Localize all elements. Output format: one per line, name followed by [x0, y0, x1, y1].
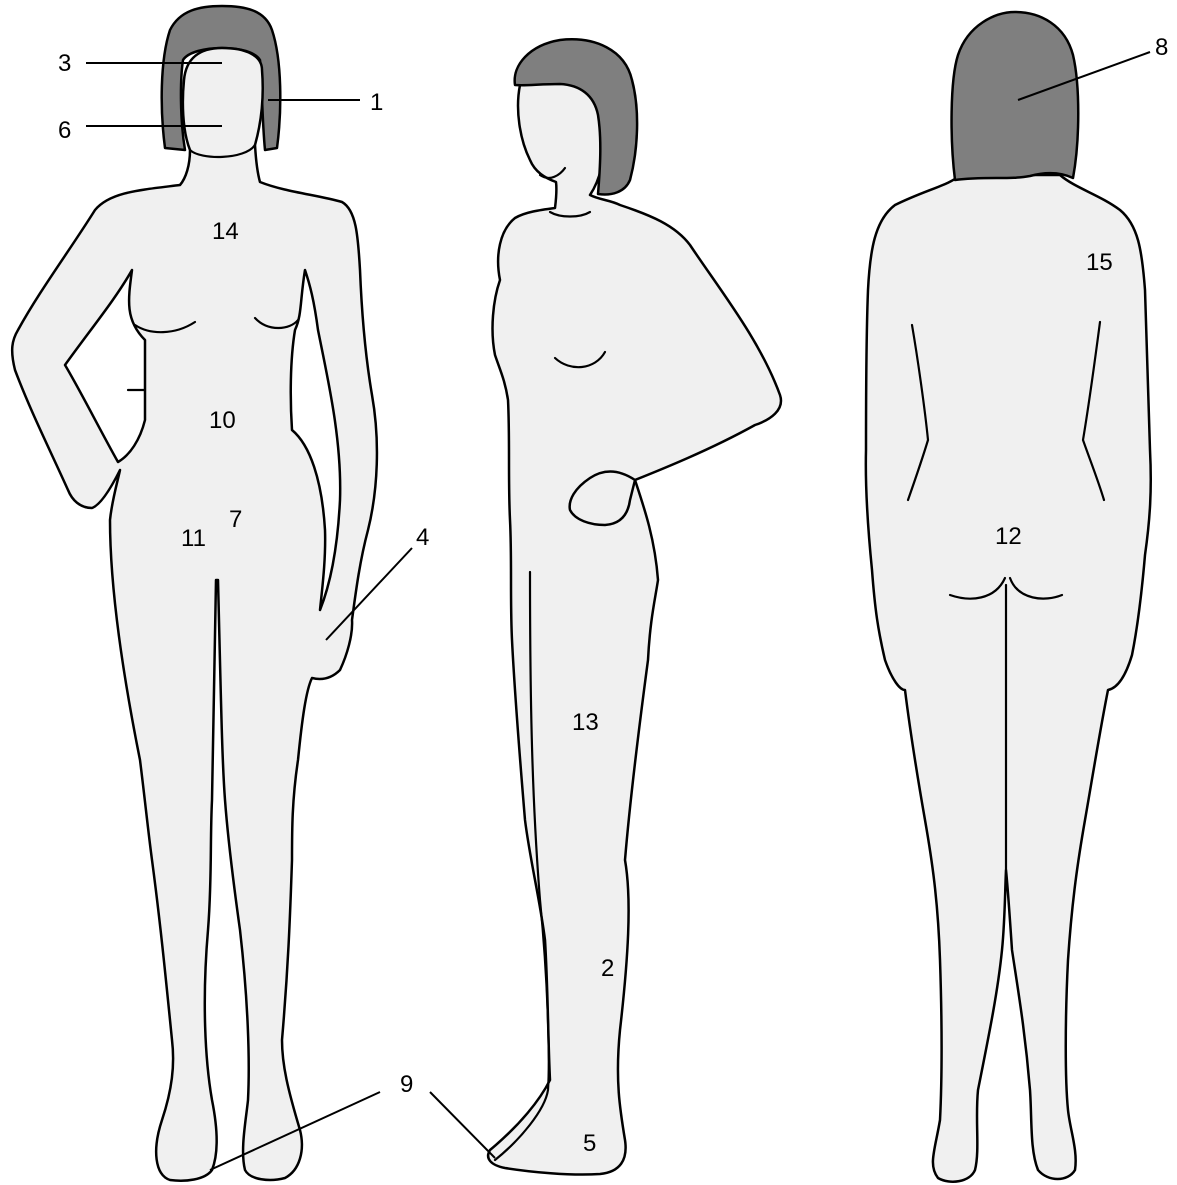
label-11: 11: [181, 525, 206, 552]
front-figure: [12, 6, 377, 1181]
leader-9-side: [430, 1092, 495, 1158]
label-2: 2: [601, 955, 614, 982]
side-figure: [488, 39, 781, 1174]
label-9: 9: [400, 1071, 413, 1098]
label-14: 14: [212, 218, 239, 245]
back-hair: [952, 12, 1079, 180]
label-5: 5: [583, 1130, 596, 1157]
label-7: 7: [229, 506, 242, 533]
label-3: 3: [58, 50, 71, 77]
label-1: 1: [370, 89, 383, 116]
side-body: [488, 71, 781, 1174]
back-figure: [866, 12, 1151, 1182]
label-10: 10: [209, 407, 236, 434]
front-body: [12, 48, 377, 1181]
label-4: 4: [416, 524, 429, 551]
label-8: 8: [1155, 34, 1168, 61]
back-body: [866, 175, 1151, 1182]
label-15: 15: [1086, 249, 1113, 276]
label-6: 6: [58, 117, 71, 144]
label-12: 12: [995, 523, 1022, 550]
label-13: 13: [572, 709, 599, 736]
